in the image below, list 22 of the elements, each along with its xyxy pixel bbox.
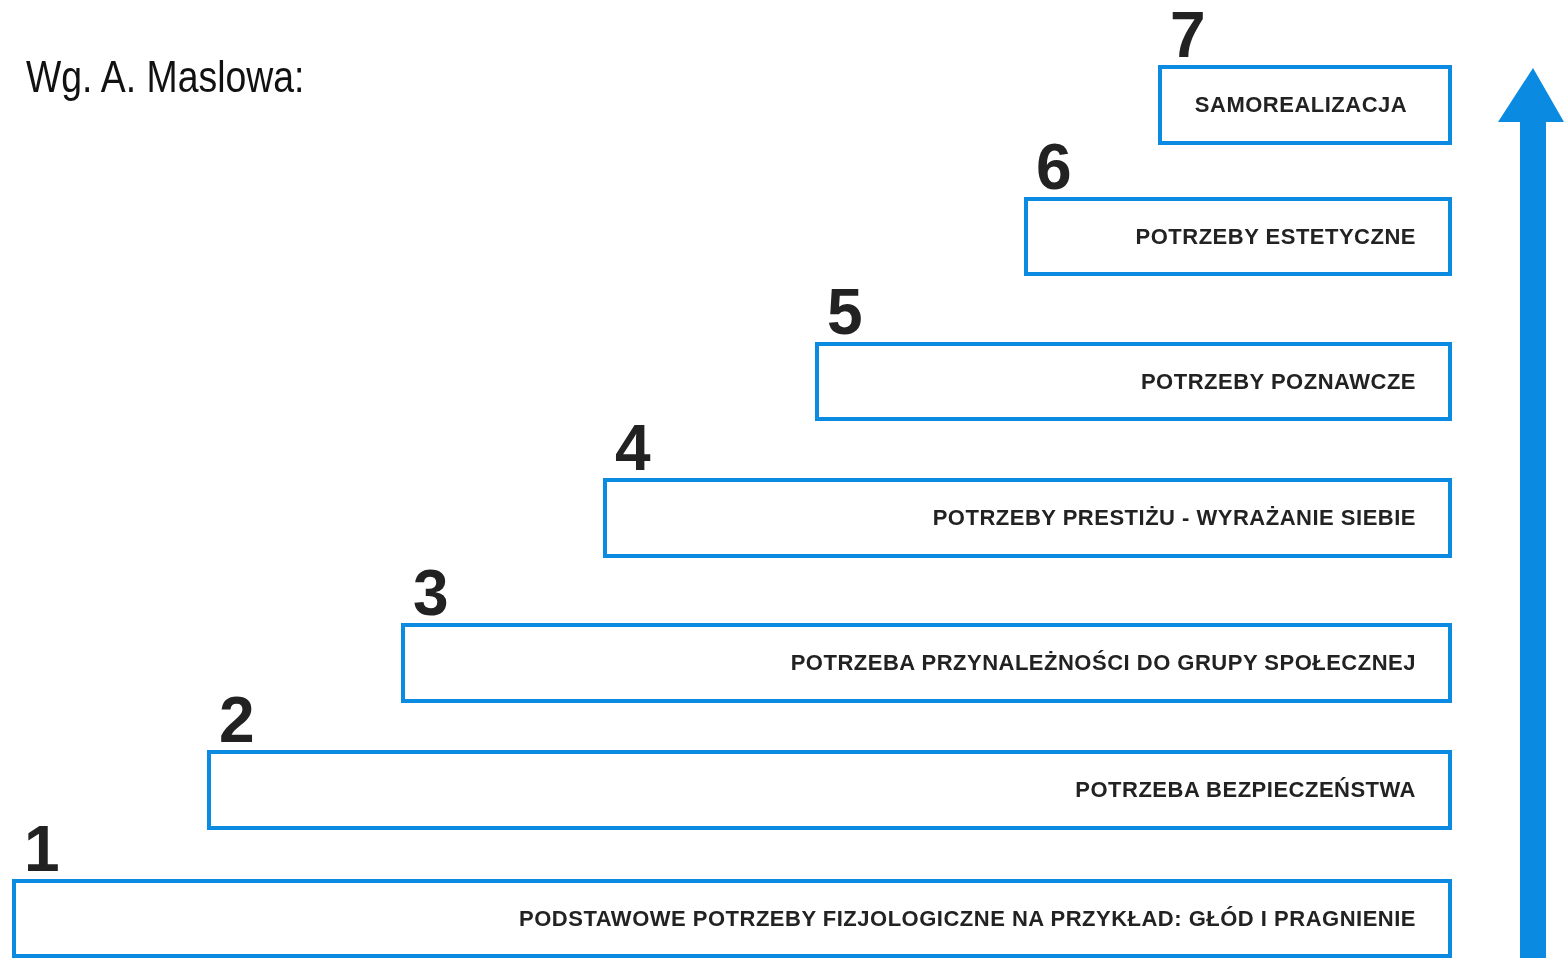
step-box	[815, 342, 1452, 421]
step-number: 6	[1036, 135, 1072, 199]
step-number: 5	[827, 280, 863, 344]
step-number: 3	[413, 561, 449, 625]
step-box	[401, 623, 1452, 703]
step-label: POTRZEBA PRZYNALEŻNOŚCI DO GRUPY SPOŁECZNEJ	[790, 650, 1416, 676]
step-number: 2	[219, 688, 255, 752]
step-label: POTRZEBA BEZPIECZEŃSTWA	[1075, 777, 1416, 803]
step-box	[1158, 65, 1452, 145]
step-number: 1	[24, 817, 60, 881]
step-label: POTRZEBY PRESTIŻU - WYRAŻANIE SIEBIE	[932, 505, 1416, 531]
step-box	[207, 750, 1452, 830]
step-label: POTRZEBY ESTETYCZNE	[1135, 223, 1416, 250]
step-box	[603, 478, 1452, 558]
step-number: 7	[1170, 3, 1206, 67]
step-box	[12, 879, 1452, 958]
title: Wg. A. Maslowa:	[26, 52, 305, 102]
step-label: POTRZEBY POZNAWCZE	[1140, 368, 1416, 395]
step-number: 4	[615, 416, 651, 480]
step-box	[1024, 197, 1452, 276]
step-label: SAMOREALIZACJA	[1194, 92, 1408, 118]
step-label: PODSTAWOWE POTRZEBY FIZJOLOGICZNE NA PRZYKŁAD: GŁÓD I PRAGNIENIE	[519, 905, 1416, 932]
